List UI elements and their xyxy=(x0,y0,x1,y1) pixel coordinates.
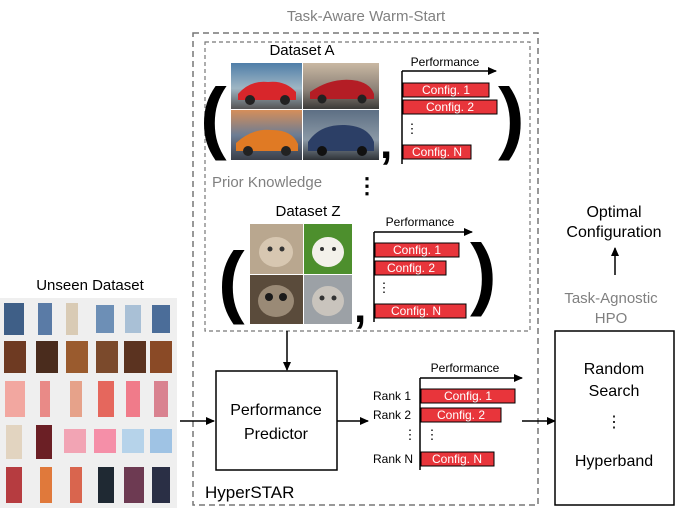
dataset-z-config-2-bar xyxy=(374,260,447,276)
dataset-a-images xyxy=(231,63,379,160)
dataset-z-label: Dataset Z xyxy=(275,203,340,220)
unseen-dataset-label: Unseen Dataset xyxy=(36,277,144,294)
dataset-a-config-2-bar xyxy=(402,99,498,115)
dataset-z-ellipsis: ⋮ xyxy=(378,280,391,295)
dataset-z-config-n-label: Config. N xyxy=(391,304,441,318)
ranking-config-2-bar xyxy=(420,407,502,423)
unseen-dataset-images xyxy=(0,298,177,508)
prior-knowledge-box xyxy=(204,41,531,332)
prior-knowledge-ellipsis: ⋮ xyxy=(356,173,378,198)
dataset-a-performance-label: Performance xyxy=(411,55,480,69)
dataset-z-close-paren: ) xyxy=(470,228,497,317)
dataset-z-images xyxy=(250,224,352,324)
dataset-a-config-n-label: Config. N xyxy=(412,145,462,159)
dataset-z-config-1-bar xyxy=(374,242,460,258)
dataset-z-config-n-bar xyxy=(374,303,467,319)
warm-start-box xyxy=(192,32,539,506)
dataset-z-open-paren: ( xyxy=(218,236,245,325)
hpo-method-last: Hyperband xyxy=(575,453,653,470)
rank-1-label: Rank 1 xyxy=(373,389,411,403)
dataset-a-config-2-label: Config. 2 xyxy=(426,100,474,114)
ranking-performance-label: Performance xyxy=(431,361,500,375)
dataset-z-config-2-label: Config. 2 xyxy=(387,261,435,275)
rank-n-label: Rank N xyxy=(373,452,413,466)
performance-predictor-box xyxy=(215,370,338,471)
dataset-a-config-1-label: Config. 1 xyxy=(422,83,470,97)
hpo-label-line1: Task-Agnostic xyxy=(564,290,658,307)
dataset-a-open-paren: ( xyxy=(200,72,227,161)
dataset-z-config-1-label: Config. 1 xyxy=(393,243,441,257)
dataset-z-performance-label: Performance xyxy=(386,215,455,229)
hpo-method-ellipsis: ⋮ xyxy=(606,414,622,431)
ranking-config-n-label: Config. N xyxy=(432,452,482,466)
dataset-a-config-1-bar xyxy=(402,82,490,98)
hpo-box xyxy=(554,330,675,506)
dataset-a-close-paren: ) xyxy=(498,72,525,161)
predictor-label-line2: Predictor xyxy=(244,426,309,443)
ranking-config-1-bar xyxy=(420,388,516,404)
rank-ellipsis-left: ⋮ xyxy=(404,427,417,442)
predictor-label-line1: Performance xyxy=(230,402,322,419)
prior-knowledge-label: Prior Knowledge xyxy=(212,174,322,191)
rank-ellipsis-right: ⋮ xyxy=(426,427,439,442)
optimal-line1: Optimal xyxy=(586,204,641,221)
task-aware-warm-start-title: Task-Aware Warm-Start xyxy=(287,8,446,25)
hpo-method-line1: Random xyxy=(584,361,644,378)
dataset-a-comma: , xyxy=(380,119,392,168)
hpo-label-line2: HPO xyxy=(595,310,628,327)
hpo-method-line2: Search xyxy=(589,383,640,400)
dataset-z-comma: , xyxy=(354,283,366,332)
ranking-config-n-bar xyxy=(420,451,495,467)
dataset-a-label: Dataset A xyxy=(269,42,334,59)
dataset-a-ellipsis: ⋮ xyxy=(406,121,419,136)
rank-2-label: Rank 2 xyxy=(373,408,411,422)
dataset-a-config-n-bar xyxy=(402,144,472,160)
ranking-config-1-label: Config. 1 xyxy=(444,389,492,403)
hyperstar-label: HyperSTAR xyxy=(205,483,294,502)
optimal-line2: Configuration xyxy=(566,224,661,241)
ranking-config-2-label: Config. 2 xyxy=(437,408,485,422)
